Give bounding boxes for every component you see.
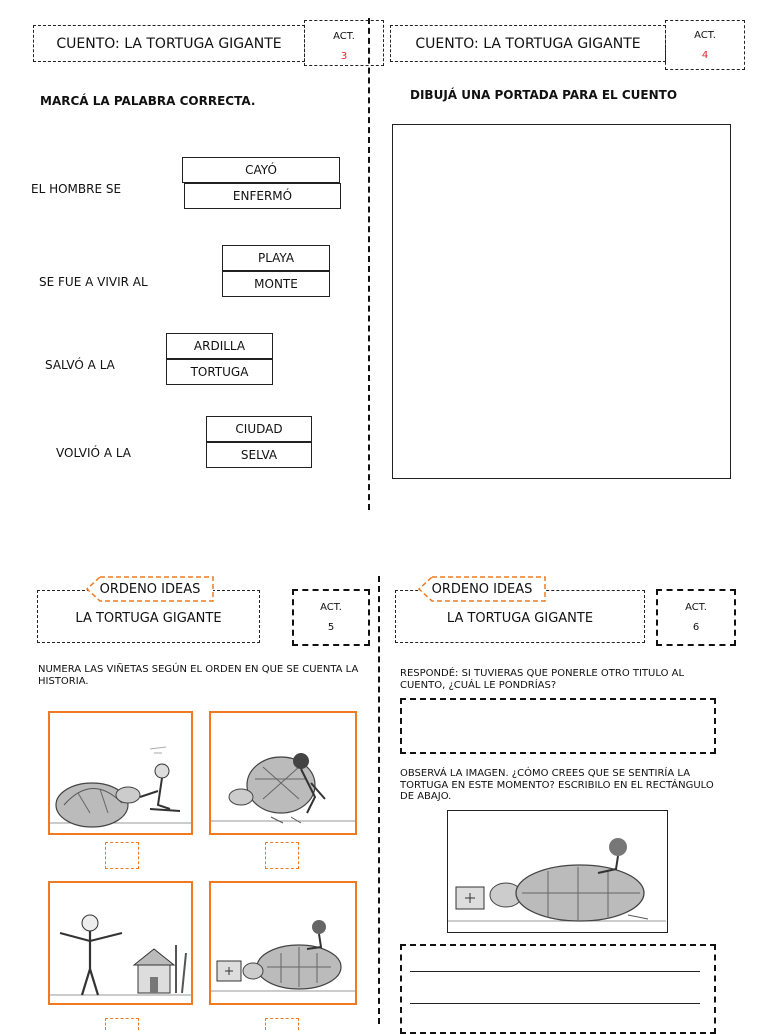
- act4-number: 4: [701, 50, 709, 61]
- act5-number-box: ACT. 5: [292, 589, 370, 646]
- act6-question-2: OBSERVÁ LA IMAGEN. ¿CÓMO CREES QUE SE SE…: [400, 768, 714, 802]
- act6-tortoise-illustration: [448, 838, 666, 922]
- act5-title: LA TORTUGA GIGANTE: [75, 611, 222, 626]
- act5-tag: ORDENO IDEAS: [99, 581, 201, 597]
- act6-tag-badge: ORDENO IDEAS: [418, 576, 546, 602]
- story-panel-3: [48, 881, 193, 1005]
- divider-top: [368, 18, 370, 510]
- act3-q4-option-1[interactable]: CIUDAD: [206, 416, 312, 442]
- act6-answer-1-box[interactable]: [400, 698, 716, 754]
- act5-number: 5: [327, 622, 335, 633]
- story-panel-4: [209, 881, 357, 1005]
- act3-q3-prompt: SALVÓ A LA: [45, 358, 115, 372]
- act3-q4-option-2[interactable]: SELVA: [206, 442, 312, 468]
- act6-tag: ORDENO IDEAS: [431, 581, 533, 597]
- act3-q1-prompt: EL HOMBRE SE: [31, 182, 122, 196]
- act4-label: ACT.: [694, 30, 716, 41]
- panel-1-illustration: [50, 746, 191, 828]
- panel-4-illustration: [211, 920, 355, 992]
- act3-label: ACT.: [333, 31, 355, 42]
- act5-label: ACT.: [320, 602, 342, 613]
- act4-title: CUENTO: LA TORTUGA GIGANTE: [415, 35, 641, 52]
- act3-number-box: ACT. 3: [304, 20, 384, 66]
- cover-drawing-area[interactable]: [392, 124, 731, 479]
- act3-q2-option-2[interactable]: MONTE: [222, 271, 330, 297]
- act3-title-box: CUENTO: LA TORTUGA GIGANTE: [33, 25, 305, 62]
- panel-3-number-box[interactable]: [105, 1018, 139, 1030]
- story-panel-1: [48, 711, 193, 835]
- panel-2-illustration: [211, 753, 355, 824]
- act6-tag-shape: [418, 576, 546, 602]
- act6-answer-2-box[interactable]: [400, 944, 716, 1034]
- act3-number: 3: [340, 51, 348, 62]
- act3-q4-prompt: VOLVIÓ A LA: [56, 446, 132, 460]
- panel-2-number-box[interactable]: [265, 842, 299, 869]
- divider-bottom: [378, 576, 380, 1024]
- answer-line-2: [410, 1003, 700, 1004]
- act6-image: [447, 810, 668, 933]
- act3-instruction: MARCÁ LA PALABRA CORRECTA.: [40, 94, 256, 108]
- act6-label: ACT.: [685, 602, 707, 613]
- act4-title-box: CUENTO: LA TORTUGA GIGANTE: [390, 25, 666, 62]
- act6-number-box: ACT. 6: [656, 589, 736, 646]
- act3-q2-prompt: SE FUE A VIVIR AL: [39, 275, 148, 289]
- act3-q1-option-1[interactable]: CAYÓ: [182, 157, 340, 183]
- panel-4-number-box[interactable]: [265, 1018, 299, 1030]
- panel-1-number-box[interactable]: [105, 842, 139, 869]
- act3-q2-option-1[interactable]: PLAYA: [222, 245, 330, 271]
- act6-number: 6: [692, 622, 700, 633]
- story-panel-2: [209, 711, 357, 835]
- act6-question-1: RESPONDÉ: SI TUVIERAS QUE PONERLE OTRO T…: [400, 668, 685, 691]
- panel-3-illustration: [50, 914, 191, 996]
- act4-number-box: ACT. 4: [665, 20, 745, 70]
- act5-tag-badge: ORDENO IDEAS: [86, 576, 214, 602]
- act6-title: LA TORTUGA GIGANTE: [446, 611, 594, 626]
- act3-q3-option-1[interactable]: ARDILLA: [166, 333, 273, 359]
- answer-line-1: [410, 971, 700, 972]
- act5-instruction: NUMERA LAS VIÑETAS SEGÚN EL ORDEN EN QUE…: [38, 664, 359, 687]
- act5-tag-shape: [86, 576, 214, 602]
- act3-title: CUENTO: LA TORTUGA GIGANTE: [56, 35, 282, 52]
- act4-instruction: DIBUJÁ UNA PORTADA PARA EL CUENTO: [410, 88, 678, 102]
- act3-q1-option-2[interactable]: ENFERMÓ: [184, 183, 341, 209]
- act3-q3-option-2[interactable]: TORTUGA: [166, 359, 273, 385]
